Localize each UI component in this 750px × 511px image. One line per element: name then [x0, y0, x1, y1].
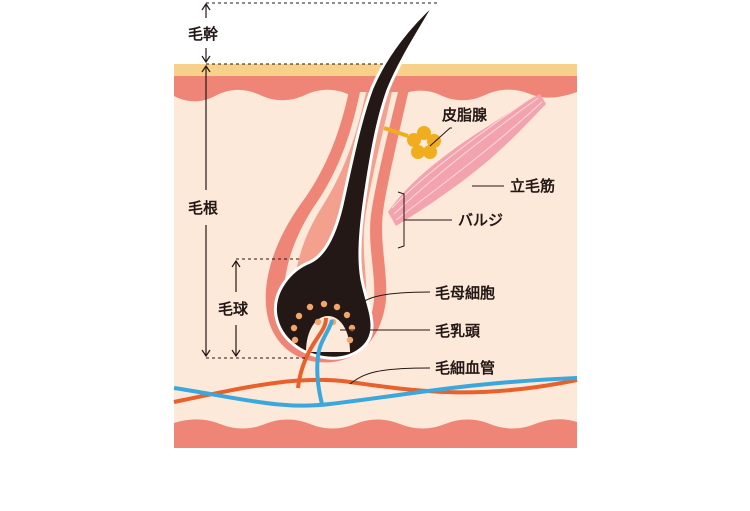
labels: 毛幹 毛根 毛球 皮脂腺 立毛筋 バルジ 毛母細胞 毛乳頭 毛細血管: [188, 25, 555, 377]
artery: [173, 377, 578, 404]
label-arrector-pili: 立毛筋: [510, 177, 555, 195]
label-capillary: 毛細血管: [435, 359, 495, 377]
dimension-guides: [201, 2, 438, 359]
vein-branch: [315, 319, 334, 405]
label-sebaceous-gland: 皮脂腺: [442, 106, 488, 124]
arrector-pili-muscle: [388, 94, 546, 226]
label-hair-bulb: 毛球: [218, 300, 249, 318]
label-hair-root: 毛根: [188, 199, 218, 217]
label-hair-shaft: 毛幹: [188, 25, 219, 43]
artery-branch: [296, 317, 328, 389]
subcutaneous-layer: [174, 419, 577, 448]
label-bulge: バルジ: [458, 211, 503, 229]
hair-shaft: [273, 0, 438, 360]
leader-lines: [340, 127, 504, 385]
vein: [173, 376, 578, 408]
capillaries: [173, 317, 578, 408]
label-dermal-papilla: 毛乳頭: [435, 322, 481, 340]
hair-matrix-cells: [290, 300, 356, 344]
sebaceous-gland: [383, 126, 441, 159]
stratum-corneum: [174, 64, 577, 76]
label-hair-matrix-cells: 毛母細胞: [435, 284, 495, 302]
